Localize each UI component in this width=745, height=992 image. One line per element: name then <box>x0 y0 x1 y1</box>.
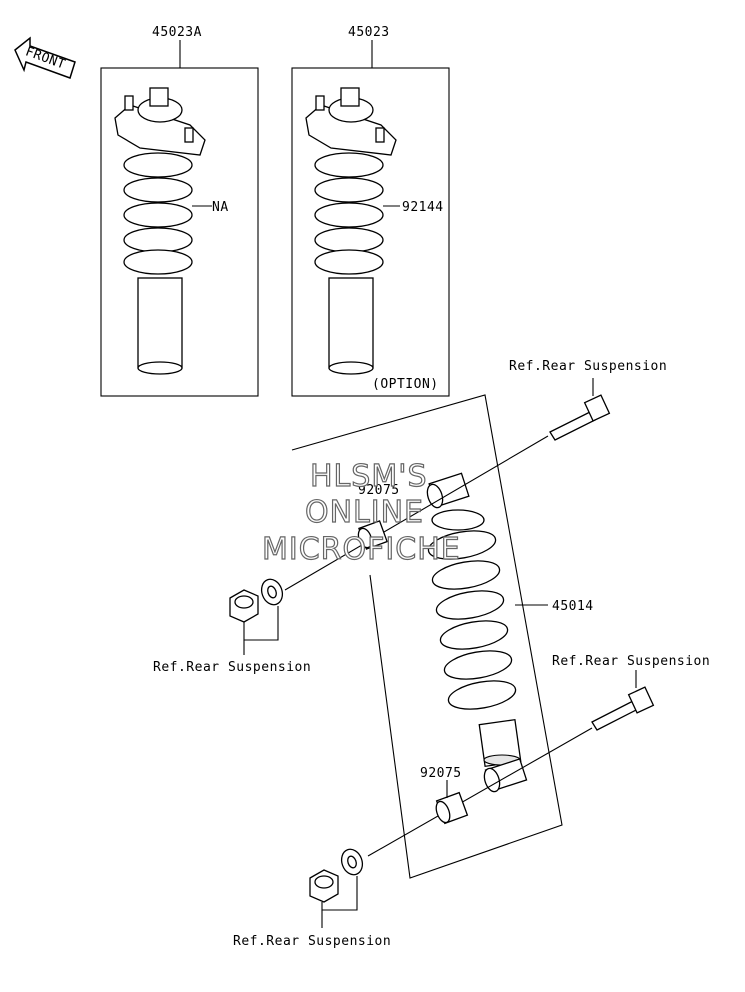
part-number-45023: 45023 <box>348 25 390 40</box>
shock-assembly-45023a <box>100 40 259 397</box>
ref-rear-suspension-left: Ref.Rear Suspension <box>153 660 311 675</box>
rear-shock-45014 <box>426 472 528 793</box>
watermark: HLSM'S ONLINE MICROFICHE <box>261 458 461 567</box>
part-number-92075-bottom: 92075 <box>420 766 462 781</box>
ref-rear-suspension-top: Ref.Rear Suspension <box>509 359 667 374</box>
option-label: (OPTION) <box>372 377 439 392</box>
bushing-92075-top <box>357 520 388 550</box>
left-nut-washer <box>229 578 284 623</box>
lower-bolt <box>591 686 655 731</box>
shock-assembly-45023 <box>291 40 450 397</box>
part-number-45023a: 45023A <box>152 25 202 40</box>
assembly-outline <box>291 394 563 879</box>
watermark-line2: ONLINE <box>305 495 424 530</box>
bottom-nut-washer <box>309 848 364 903</box>
watermark-line3: MICROFICHE <box>262 532 461 567</box>
part-number-45014: 45014 <box>552 599 594 614</box>
part-number-na: NA <box>212 200 229 215</box>
top-bolt <box>549 394 611 441</box>
front-arrow-icon: FRONT <box>14 36 76 79</box>
ref-rear-suspension-bottom: Ref.Rear Suspension <box>233 934 391 949</box>
part-number-92075-top: 92075 <box>358 483 400 498</box>
ref-rear-suspension-mid-right: Ref.Rear Suspension <box>552 654 710 669</box>
watermark-line1: HLSM'S <box>310 459 428 494</box>
bushing-92075-bottom <box>435 791 469 825</box>
part-number-92144: 92144 <box>402 200 444 215</box>
